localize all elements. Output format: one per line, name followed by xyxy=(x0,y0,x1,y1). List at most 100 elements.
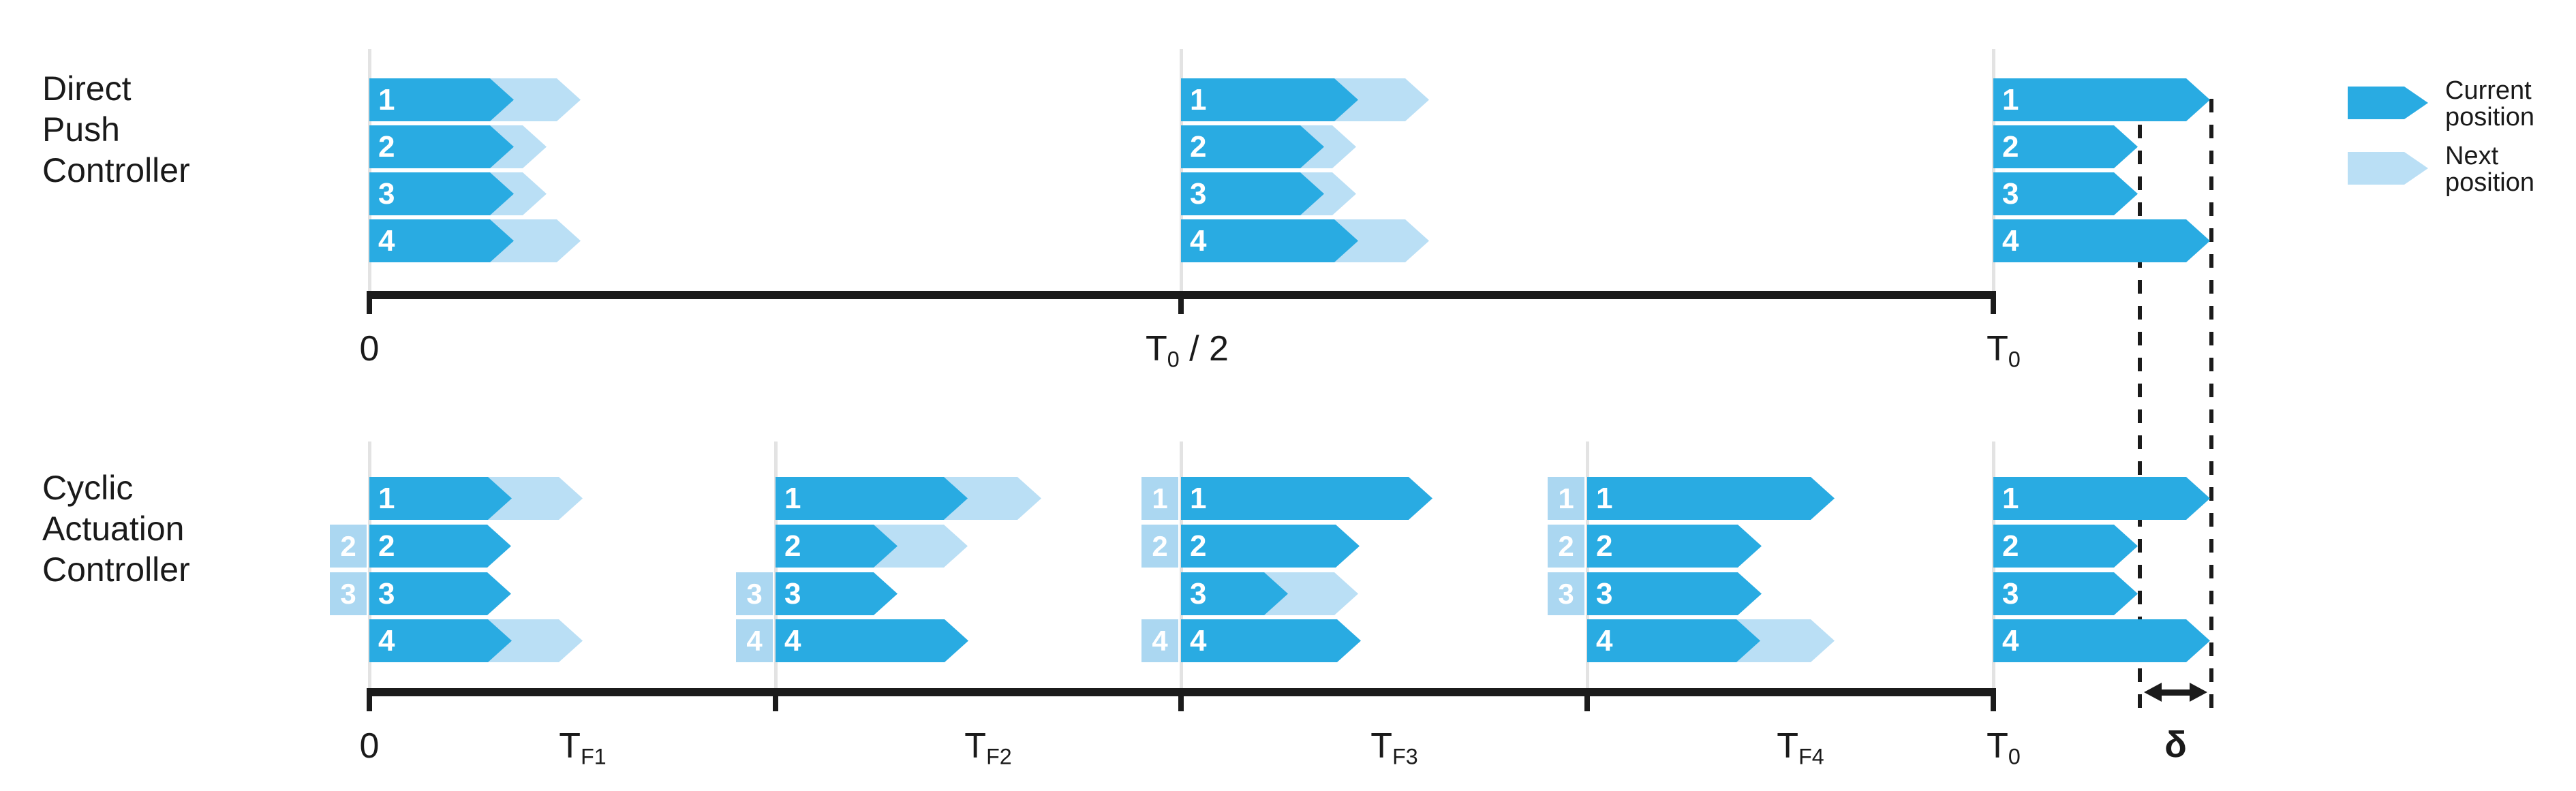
current-position-arrow: 2 xyxy=(369,125,514,168)
current-position-arrow: 3 xyxy=(1181,172,1324,215)
current-position-arrow: 2 xyxy=(1993,125,2138,168)
top-title-line: Controller xyxy=(42,151,190,189)
actuator-number: 3 xyxy=(378,177,395,211)
actuator-number: 2 xyxy=(784,529,801,563)
actuator-number: 1 xyxy=(2002,83,2019,117)
current-position-arrow: 1 xyxy=(1993,477,2210,520)
actuator-number: 2 xyxy=(378,130,395,164)
actuator-number: 2 xyxy=(1190,529,1207,563)
previous-box-number: 2 xyxy=(1558,530,1574,562)
current-position-arrow: 1 xyxy=(776,477,968,520)
actuator-number: 1 xyxy=(1190,83,1207,117)
legend-next-position-arrow-icon xyxy=(2348,152,2428,185)
axis-tick-label: T0 / 2 xyxy=(1146,329,1229,372)
actuator-number: 4 xyxy=(1190,224,1207,258)
actuator-number: 4 xyxy=(378,624,395,657)
axis-tick-label: 0 xyxy=(359,726,380,766)
current-position-arrow: 3 xyxy=(1993,572,2138,615)
current-position-arrow: 1 xyxy=(369,78,514,121)
previous-box-number: 2 xyxy=(340,530,356,562)
current-position-arrow: 3 xyxy=(1993,172,2138,215)
previous-position-box: 3 xyxy=(330,572,367,615)
bottom-axis-tick xyxy=(1178,688,1184,711)
previous-box-number: 3 xyxy=(746,578,763,610)
current-position-arrow: 3 xyxy=(369,572,511,615)
previous-box-number: 4 xyxy=(1152,625,1168,657)
actuator-number: 4 xyxy=(784,624,801,657)
delta-reference-line xyxy=(2209,99,2213,712)
current-position-arrow: 2 xyxy=(1181,525,1360,568)
delta-arrow-left-head xyxy=(2144,683,2162,702)
previous-box-number: 3 xyxy=(1558,578,1574,610)
axis-tick-label: T0 xyxy=(1987,329,2021,372)
current-position-arrow: 1 xyxy=(1993,78,2210,121)
current-position-arrow: 4 xyxy=(1993,219,2210,262)
current-position-arrow: 2 xyxy=(1181,125,1324,168)
previous-position-box: 2 xyxy=(330,525,367,568)
actuator-number: 4 xyxy=(1190,624,1207,657)
actuator-number: 4 xyxy=(1596,624,1613,657)
bottom-title-line: Controller xyxy=(42,550,190,589)
bottom-axis-tick xyxy=(773,688,778,711)
previous-position-box: 2 xyxy=(1548,525,1584,568)
current-position-arrow: 4 xyxy=(369,219,514,262)
current-position-arrow: 1 xyxy=(1181,78,1358,121)
current-position-arrow: 4 xyxy=(1181,219,1358,262)
current-position-arrow: 2 xyxy=(369,525,511,568)
current-position-arrow: 2 xyxy=(776,525,898,568)
previous-box-number: 1 xyxy=(1558,482,1574,514)
previous-box-number: 4 xyxy=(746,625,763,657)
previous-position-box: 4 xyxy=(1141,619,1178,662)
previous-position-box: 1 xyxy=(1141,477,1178,520)
top-guide-line xyxy=(1992,49,1995,291)
delta-arrow-shaft xyxy=(2159,689,2192,696)
top-axis-tick xyxy=(1991,291,1996,314)
actuator-number: 2 xyxy=(378,529,395,563)
legend-current-position-arrow-icon xyxy=(2348,87,2428,119)
current-position-arrow: 3 xyxy=(369,172,514,215)
actuator-number: 3 xyxy=(1190,177,1207,211)
top-guide-line xyxy=(1180,49,1183,291)
axis-tick-label: TF3 xyxy=(1370,726,1418,769)
previous-position-box: 3 xyxy=(736,572,773,615)
bottom-title-line: Cyclic xyxy=(42,469,134,507)
previous-box-number: 2 xyxy=(1152,530,1168,562)
top-axis-tick xyxy=(367,291,372,314)
current-position-arrow: 4 xyxy=(1587,619,1760,662)
bottom-axis-tick xyxy=(1584,688,1590,711)
actuator-number: 2 xyxy=(2002,529,2019,563)
bottom-title-line: Actuation xyxy=(42,510,185,548)
previous-position-box: 4 xyxy=(736,619,773,662)
current-position-arrow: 4 xyxy=(1181,619,1361,662)
bottom-axis-tick xyxy=(1991,688,1996,711)
actuator-number: 1 xyxy=(1596,482,1613,515)
actuator-number: 3 xyxy=(2002,177,2019,211)
previous-position-box: 2 xyxy=(1141,525,1178,568)
actuator-number: 3 xyxy=(1190,577,1207,610)
actuator-number: 2 xyxy=(1596,529,1613,563)
axis-tick-label: TF4 xyxy=(1777,726,1824,769)
axis-tick-label: T0 xyxy=(1987,726,2021,769)
delta-label: δ xyxy=(2164,724,2187,765)
bottom-axis-tick xyxy=(367,688,372,711)
axis-tick-label: TF1 xyxy=(559,726,607,769)
actuator-number: 2 xyxy=(2002,130,2019,164)
previous-position-box: 1 xyxy=(1548,477,1584,520)
top-axis-tick xyxy=(1178,291,1184,314)
axis-tick-label: TF2 xyxy=(964,726,1012,769)
top-title-line: Push xyxy=(42,110,120,149)
actuator-number: 4 xyxy=(2002,224,2019,258)
current-position-arrow: 1 xyxy=(1587,477,1835,520)
actuator-number: 3 xyxy=(2002,577,2019,610)
delta-arrow-right-head xyxy=(2190,683,2207,702)
top-title-line: Direct xyxy=(42,69,132,108)
actuator-number: 1 xyxy=(784,482,801,515)
actuator-number: 4 xyxy=(2002,624,2019,657)
actuator-number: 2 xyxy=(1190,130,1207,164)
previous-box-number: 1 xyxy=(1152,482,1168,514)
